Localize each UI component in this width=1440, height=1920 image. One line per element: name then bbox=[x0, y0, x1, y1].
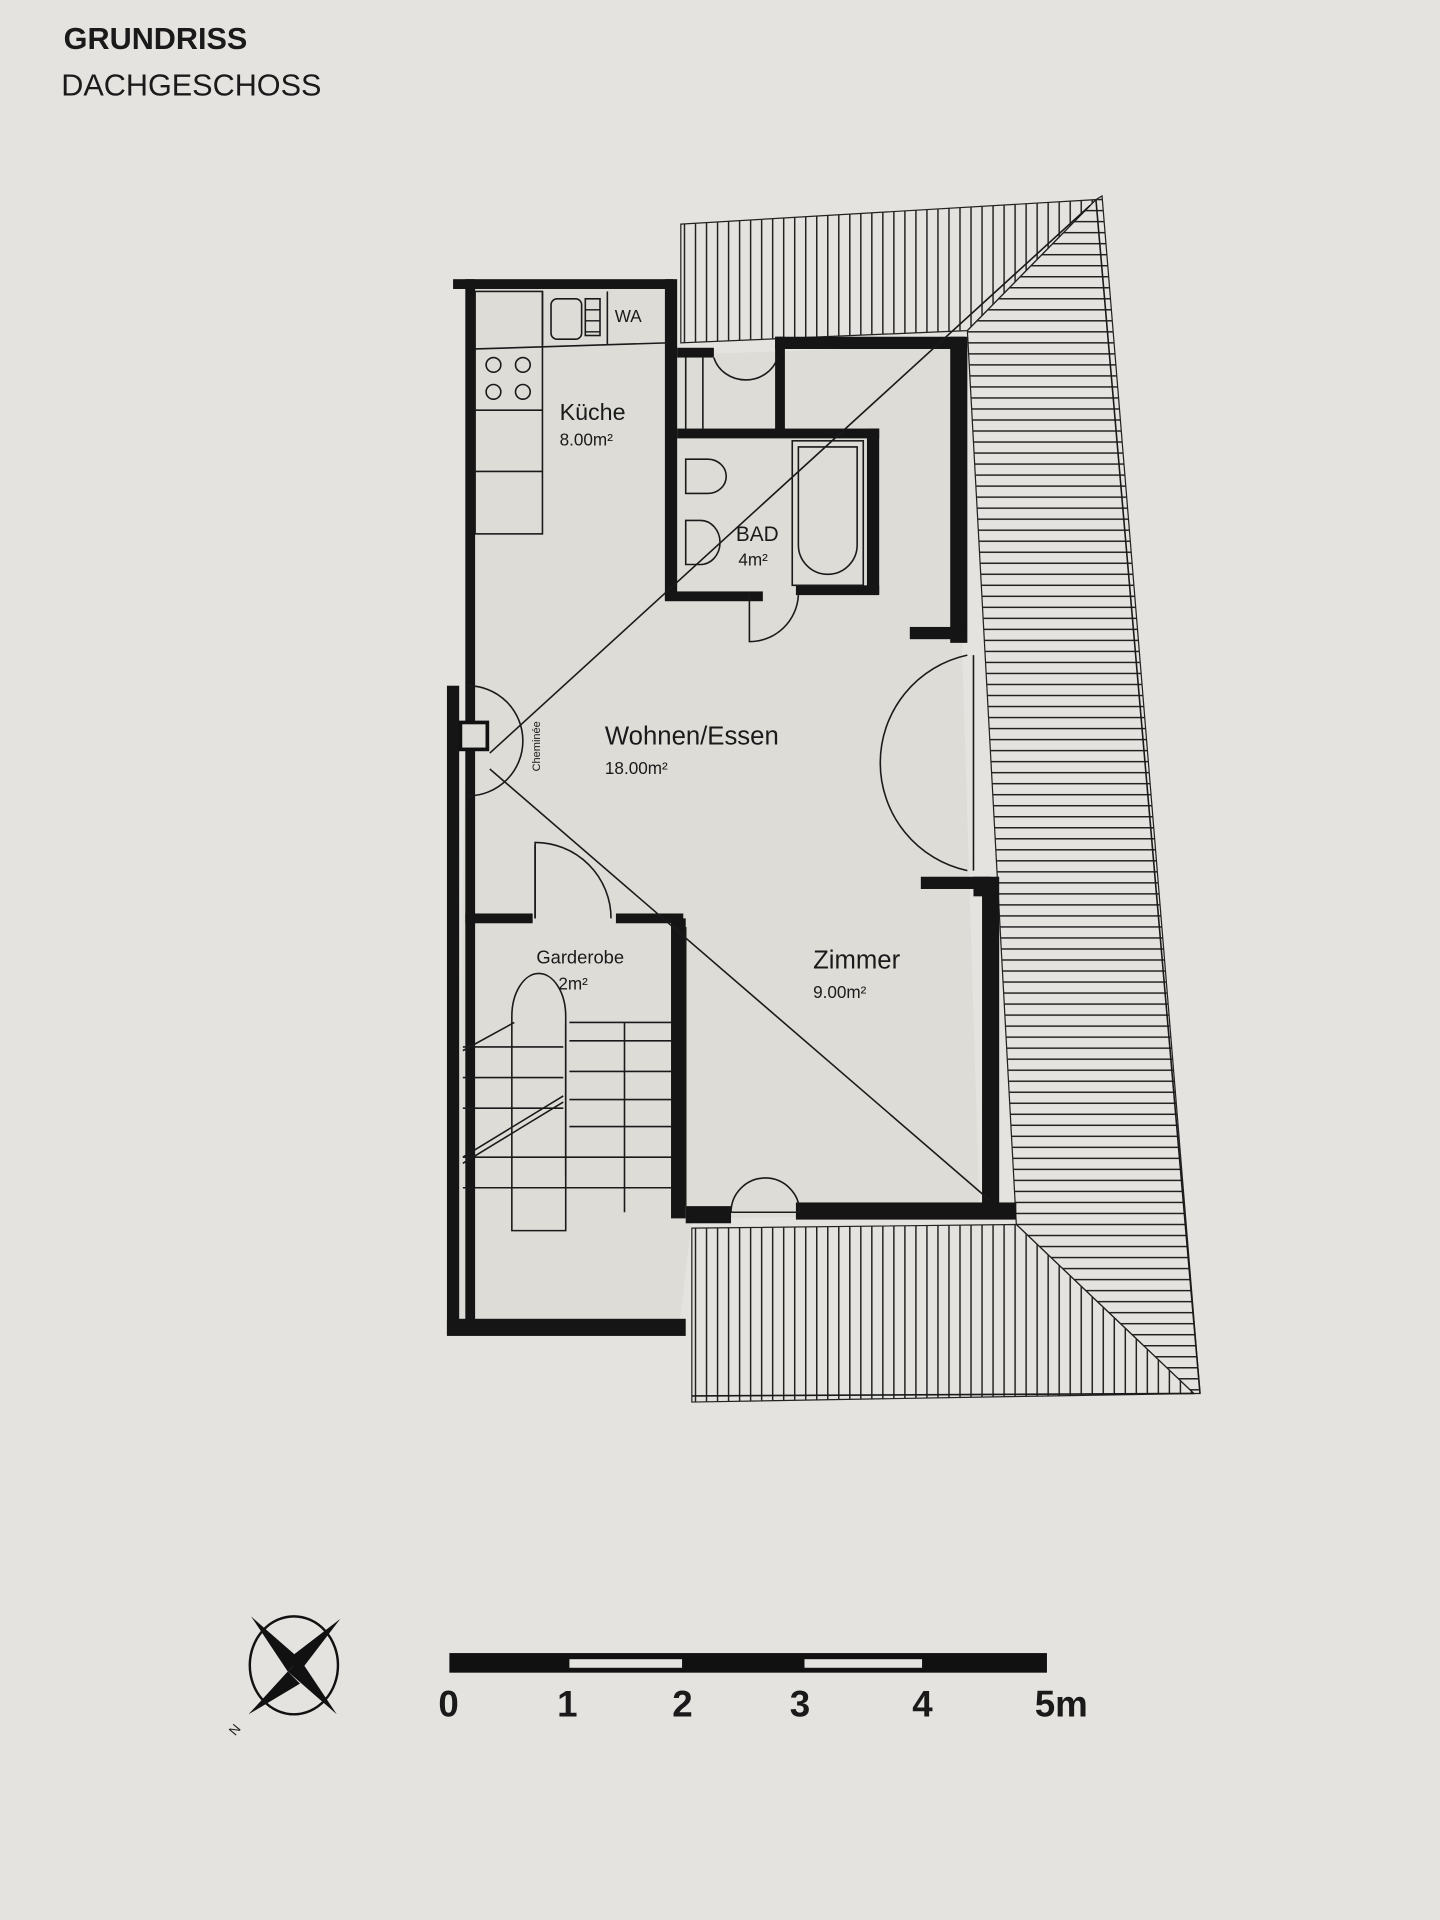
scale-label-5m: 5m bbox=[1035, 1684, 1088, 1725]
scale-label-3: 3 bbox=[790, 1684, 810, 1725]
scale-label-1: 1 bbox=[557, 1684, 577, 1725]
room-area-zimmer: 9.00m² bbox=[813, 982, 867, 1002]
room-area-bath: 4m² bbox=[738, 550, 768, 570]
room-area-garderobe: 2m² bbox=[558, 973, 588, 993]
compass-icon: N bbox=[226, 1615, 341, 1738]
fireplace-label: Cheminée bbox=[531, 721, 543, 771]
room-area-kitchen: 8.00m² bbox=[560, 430, 614, 450]
room-label-garderobe: Garderobe bbox=[536, 947, 624, 968]
fireplace: Cheminée bbox=[458, 684, 543, 797]
room-label-living: Wohnen/Essen bbox=[605, 722, 779, 750]
room-label-wa: WA bbox=[615, 306, 643, 326]
plan-subtitle: DACHGESCHOSS bbox=[61, 69, 321, 103]
scale-label-4: 4 bbox=[912, 1684, 933, 1725]
room-area-living: 18.00m² bbox=[605, 758, 668, 778]
staircase bbox=[462, 972, 672, 1232]
walls bbox=[446, 279, 1017, 1336]
room-label-bath: BAD bbox=[736, 523, 779, 546]
compass-north-label: N bbox=[226, 1721, 244, 1738]
room-label-zimmer: Zimmer bbox=[813, 947, 901, 975]
scale-label-0: 0 bbox=[438, 1684, 458, 1725]
room-label-kitchen: Küche bbox=[560, 399, 626, 425]
plan-title: GRUNDRISS bbox=[64, 22, 248, 56]
kitchen-counter bbox=[474, 290, 668, 535]
scale-label-2: 2 bbox=[672, 1684, 692, 1725]
scale-bar: 0 1 2 3 4 5m bbox=[438, 1653, 1088, 1725]
bath-fixtures bbox=[684, 357, 865, 587]
doors bbox=[534, 595, 975, 1214]
